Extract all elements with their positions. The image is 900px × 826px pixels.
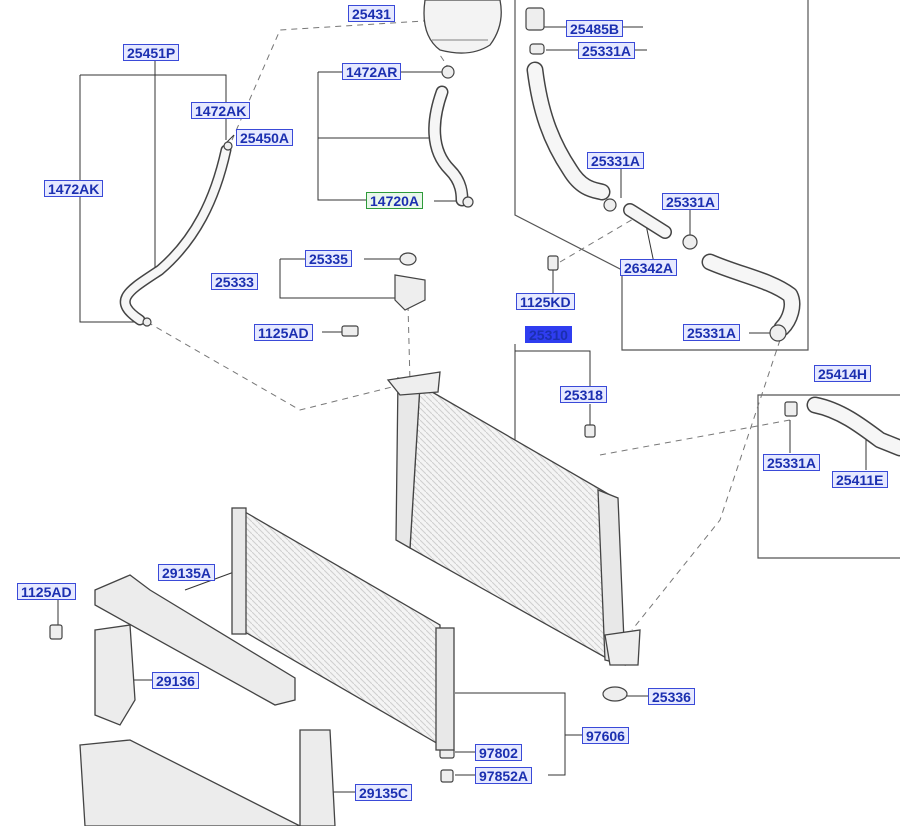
part-label-97802[interactable]: 97802 bbox=[475, 744, 522, 761]
condenser bbox=[231, 507, 455, 751]
part-label-1125ad[interactable]: 1125AD bbox=[254, 324, 313, 341]
part-label-25411e[interactable]: 25411E bbox=[832, 471, 888, 488]
part-label-1125kd[interactable]: 1125KD bbox=[516, 293, 575, 310]
part-label-25335[interactable]: 25335 bbox=[305, 250, 352, 267]
part-label-1472ak[interactable]: 1472AK bbox=[191, 102, 251, 119]
coolant-reservoir bbox=[423, 0, 502, 54]
part-label-25414h[interactable]: 25414H bbox=[814, 365, 872, 382]
part-label-25333[interactable]: 25333 bbox=[211, 273, 258, 290]
part-label-29135c[interactable]: 29135C bbox=[355, 784, 413, 801]
part-label-25485b[interactable]: 25485B bbox=[566, 20, 624, 37]
part-label-25451p[interactable]: 25451P bbox=[123, 44, 180, 61]
part-label-25336[interactable]: 25336 bbox=[648, 688, 695, 705]
part-label-1472ak[interactable]: 1472AK bbox=[44, 180, 104, 197]
part-label-25331a[interactable]: 25331A bbox=[662, 193, 720, 210]
part-label-14720a[interactable]: 14720A bbox=[366, 192, 424, 209]
small-parts bbox=[49, 7, 798, 783]
part-label-25331a[interactable]: 25331A bbox=[763, 454, 821, 471]
part-label-25310-selected[interactable]: 25310 bbox=[525, 326, 572, 343]
part-label-25450a[interactable]: 25450A bbox=[236, 129, 294, 146]
part-label-97852a[interactable]: 97852A bbox=[475, 767, 533, 784]
hoses bbox=[119, 61, 900, 457]
part-label-25331a[interactable]: 25331A bbox=[683, 324, 741, 341]
part-label-1472ar[interactable]: 1472AR bbox=[342, 63, 402, 80]
part-label-25331a[interactable]: 25331A bbox=[578, 42, 636, 59]
part-label-97606[interactable]: 97606 bbox=[582, 727, 629, 744]
part-label-25331a[interactable]: 25331A bbox=[587, 152, 645, 169]
part-label-25318[interactable]: 25318 bbox=[560, 386, 607, 403]
part-label-25431[interactable]: 25431 bbox=[348, 5, 395, 22]
part-label-29135a[interactable]: 29135A bbox=[158, 564, 216, 581]
air-guards bbox=[79, 574, 336, 826]
hose-group-box bbox=[514, 0, 900, 559]
radiator-core bbox=[386, 371, 641, 666]
part-label-29136[interactable]: 29136 bbox=[152, 672, 199, 689]
part-label-1125ad[interactable]: 1125AD bbox=[17, 583, 76, 600]
part-label-26342a[interactable]: 26342A bbox=[620, 259, 678, 276]
